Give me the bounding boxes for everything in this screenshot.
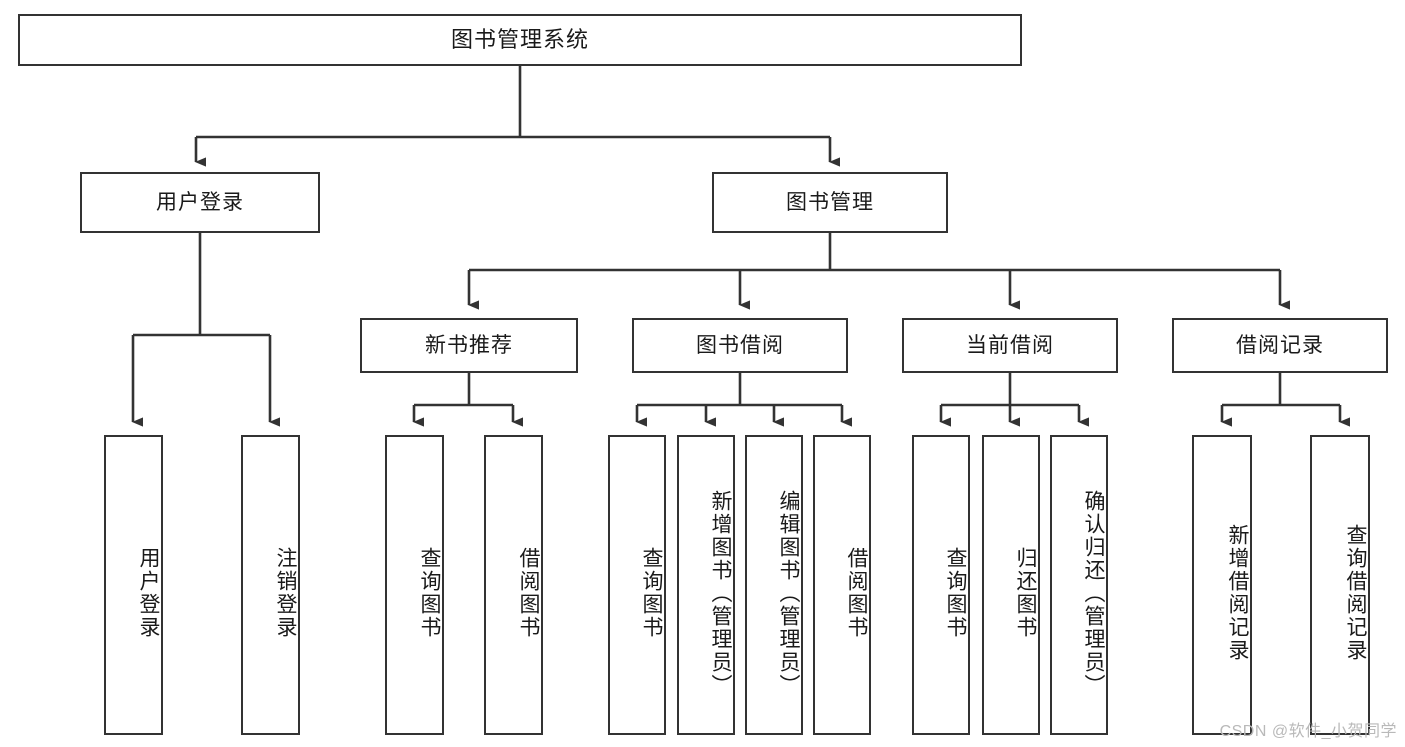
leaf-query-book-current[interactable]: 查询图书 [912, 435, 970, 735]
node-current-borrow[interactable]: 当前借阅 [902, 318, 1118, 373]
leaf-borrow-book-borrow[interactable]: 借阅图书 [813, 435, 871, 735]
node-book-borrow[interactable]: 图书借阅 [632, 318, 848, 373]
node-root-system[interactable]: 图书管理系统 [18, 14, 1022, 66]
leaf-add-book-admin[interactable]: 新增图书（管理员） [677, 435, 735, 735]
leaf-confirm-return-admin[interactable]: 确认归还（管理员） [1050, 435, 1108, 735]
watermark-credit: CSDN @软件_小贺同学 [1219, 723, 1397, 740]
node-new-book-recommend[interactable]: 新书推荐 [360, 318, 578, 373]
leaf-borrow-book-new-recommend[interactable]: 借阅图书 [484, 435, 543, 735]
leaf-edit-book-admin[interactable]: 编辑图书（管理员） [745, 435, 803, 735]
leaf-query-book-new-recommend[interactable]: 查询图书 [385, 435, 444, 735]
leaf-query-borrow-record[interactable]: 查询借阅记录 [1310, 435, 1370, 735]
leaf-add-borrow-record[interactable]: 新增借阅记录 [1192, 435, 1252, 735]
leaf-return-book[interactable]: 归还图书 [982, 435, 1040, 735]
leaf-query-book-borrow[interactable]: 查询图书 [608, 435, 666, 735]
node-borrow-record[interactable]: 借阅记录 [1172, 318, 1388, 373]
leaf-user-login[interactable]: 用户登录 [104, 435, 163, 735]
node-user-login[interactable]: 用户登录 [80, 172, 320, 233]
node-book-management[interactable]: 图书管理 [712, 172, 948, 233]
leaf-logout-login[interactable]: 注销登录 [241, 435, 300, 735]
